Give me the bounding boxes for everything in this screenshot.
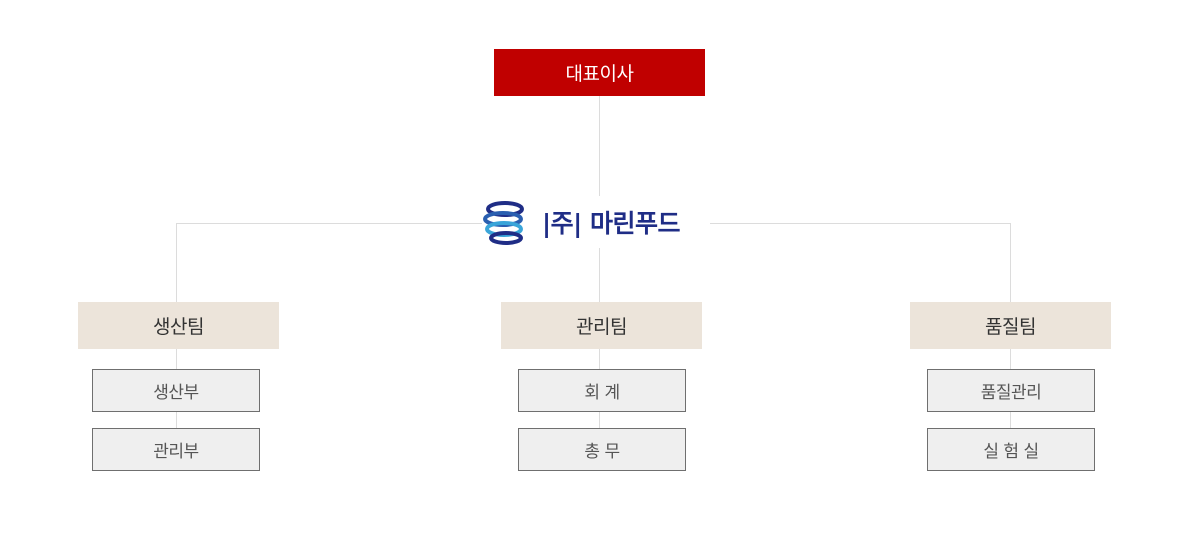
dept-general-affairs-label: 총 무: [584, 442, 620, 462]
team-management: 관리팀: [501, 302, 702, 349]
dept-quality-control-label: 품질관리: [980, 383, 1042, 403]
team-production: 생산팀: [78, 302, 279, 349]
dept-general-affairs: 총 무: [518, 428, 686, 471]
connector-left-branch: [176, 223, 177, 302]
team-production-label: 생산팀: [153, 316, 204, 338]
team-quality: 품질팀: [910, 302, 1111, 349]
dept-quality-control: 품질관리: [927, 369, 1095, 412]
dept-production-label: 생산부: [153, 383, 199, 403]
company-logo: |주| 마린푸드: [482, 196, 710, 248]
team-management-label: 관리팀: [576, 316, 627, 338]
dept-production: 생산부: [92, 369, 260, 412]
company-emblem-icon: [483, 201, 524, 245]
dept-admin: 관리부: [92, 428, 260, 471]
dept-accounting-label: 회 계: [584, 383, 620, 403]
dept-accounting: 회 계: [518, 369, 686, 412]
dept-laboratory: 실 험 실: [927, 428, 1095, 471]
ceo-label: 대표이사: [565, 63, 634, 85]
team-quality-label: 품질팀: [985, 316, 1036, 338]
connector-right-branch: [1010, 223, 1011, 302]
ceo-box: 대표이사: [494, 49, 705, 96]
company-name: |주| 마린푸드: [542, 209, 680, 238]
dept-admin-label: 관리부: [153, 442, 199, 462]
dept-laboratory-label: 실 험 실: [983, 442, 1039, 462]
